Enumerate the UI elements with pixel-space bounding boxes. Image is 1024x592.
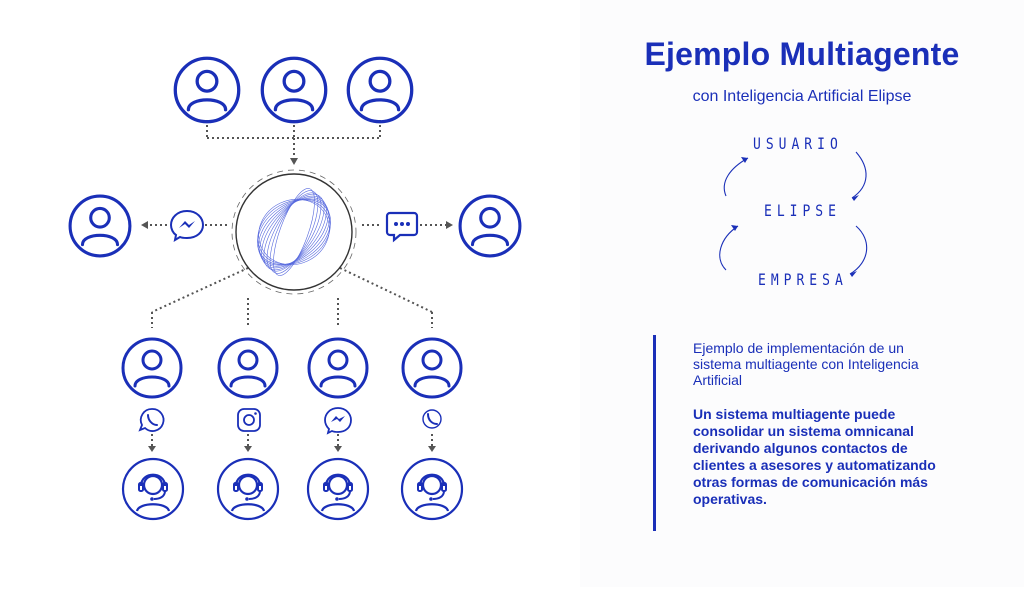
description-accent-line bbox=[653, 335, 656, 531]
phone-icon bbox=[422, 409, 442, 429]
left-user-icon bbox=[68, 194, 132, 258]
page-subtitle: con Inteligencia Artificial Elipse bbox=[692, 88, 912, 105]
right-panel: Ejemplo Multiagente con Inteligencia Art… bbox=[580, 0, 1024, 587]
messenger-icon bbox=[324, 407, 352, 435]
connector-lines bbox=[150, 120, 446, 446]
top-user-1-icon bbox=[173, 56, 241, 124]
bottom-user-4-icon bbox=[401, 337, 463, 399]
elipse-hub-icon bbox=[231, 169, 357, 295]
chat-bubble-icon bbox=[385, 211, 419, 243]
top-user-2-icon bbox=[260, 56, 328, 124]
agent-2-icon bbox=[216, 457, 280, 521]
right-user-icon bbox=[458, 194, 522, 258]
bottom-user-3-icon bbox=[307, 337, 369, 399]
bottom-user-2-icon bbox=[217, 337, 279, 399]
whatsapp-icon bbox=[138, 408, 165, 432]
multiagent-diagram bbox=[68, 56, 522, 521]
top-user-3-icon bbox=[346, 56, 414, 124]
agent-1-icon bbox=[121, 457, 185, 521]
messenger-icon bbox=[169, 209, 205, 243]
bottom-user-1-icon bbox=[121, 337, 183, 399]
agent-3-icon bbox=[306, 457, 370, 521]
connector-arrows bbox=[141, 158, 453, 452]
page-title: Ejemplo Multiagente bbox=[644, 36, 960, 72]
flow-arrows bbox=[719, 151, 868, 277]
flow-label-empresa: EMPRESA bbox=[758, 271, 848, 290]
description-intro: Ejemplo de implementación de un sistema … bbox=[693, 340, 919, 388]
flow-label-elipse: ELIPSE bbox=[764, 202, 841, 221]
instagram-icon bbox=[237, 408, 261, 432]
flow-label-usuario: USUARIO bbox=[753, 135, 843, 154]
agent-4-icon bbox=[400, 457, 464, 521]
description-body: Un sistema multiagente puede consolidar … bbox=[693, 406, 936, 507]
